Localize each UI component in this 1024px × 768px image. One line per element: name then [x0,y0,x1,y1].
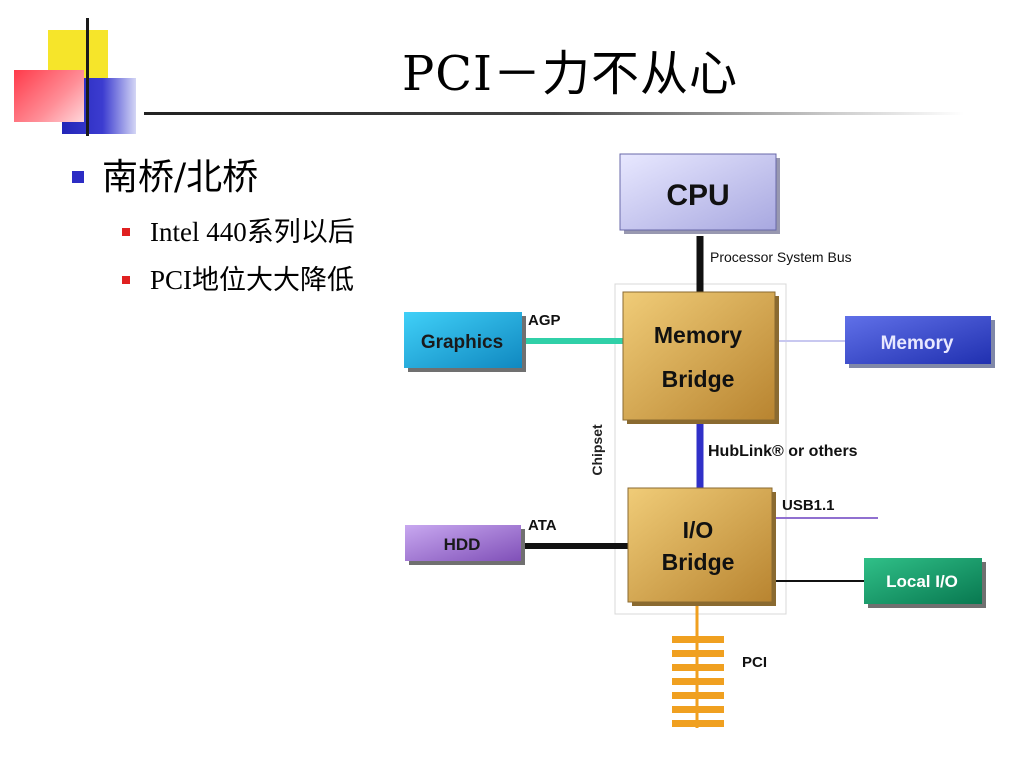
hdd-label: HDD [444,535,481,554]
bullet-level1: 南桥/北桥 [72,148,258,200]
chipset-label: Chipset [589,424,605,476]
graphics-box: Graphics [404,312,526,372]
io-bridge-box: I/O Bridge [627,487,776,606]
io-bridge-label-2: Bridge [662,549,735,575]
memory-bridge-label-2: Bridge [662,366,735,392]
agp-label: AGP [528,312,561,329]
bullet-square-icon [72,171,84,183]
local-io-label: Local I/O [886,572,958,591]
decor-red-square [14,70,84,122]
bullet-text: Intel 440系列以后 [150,217,355,247]
hublink-label: HubLink® or others [708,443,858,460]
cpu-box: CPU [619,153,780,234]
bullet-level2: PCI地位大大降低 [122,258,354,297]
bullet-square-icon [122,227,130,236]
hdd-box: HDD [405,525,525,565]
pci-label: PCI [742,654,767,671]
ata-label: ATA [528,517,557,534]
memory-box: Memory [845,316,995,368]
local-io-box: Local I/O [864,558,986,608]
title-underline [144,112,964,115]
memory-bridge-label-1: Memory [654,322,742,348]
bullet-square-icon [122,275,130,284]
bullet-text: 南桥/北桥 [102,157,259,198]
decor-vertical-line [86,18,89,136]
memory-label: Memory [881,333,954,354]
cpu-label: CPU [666,179,729,212]
bullet-text: PCI地位大大降低 [150,265,355,295]
pci-bus [672,606,724,728]
processor-bus-label: Processor System Bus [710,249,852,265]
memory-bridge-box: Memory Bridge [622,291,779,424]
usb-label: USB1.1 [782,497,835,514]
io-bridge-label-1: I/O [683,517,714,543]
graphics-label: Graphics [421,332,503,353]
page-title: PCI－力不从心 [402,46,738,102]
bullet-level2: Intel 440系列以后 [122,210,355,249]
